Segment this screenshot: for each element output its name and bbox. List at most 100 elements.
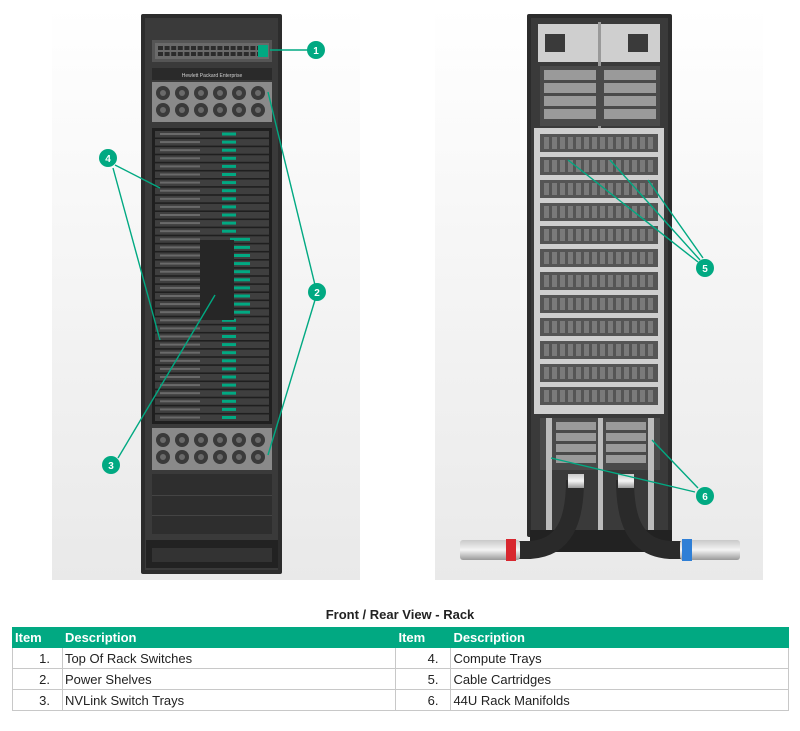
cartridge-slot (640, 252, 645, 264)
callout-3-label: 3 (108, 461, 114, 472)
cartridge-slot (624, 298, 629, 310)
tray-handle (160, 400, 200, 403)
cartridge-slot (624, 344, 629, 356)
cartridge-slot (584, 321, 589, 333)
tray (155, 414, 269, 421)
cartridge-slot (568, 137, 573, 149)
cartridge-slot (600, 229, 605, 241)
cartridge-slot (616, 206, 621, 218)
cartridge-slot (576, 183, 581, 195)
psu-fan-hub (198, 90, 204, 96)
cartridge-slot (552, 344, 557, 356)
tray-led (230, 262, 250, 266)
cartridge-slot (632, 183, 637, 195)
cartridge-slot (600, 137, 605, 149)
cartridge-slot (648, 137, 653, 149)
cartridge-slot (616, 229, 621, 241)
switch-port (230, 52, 236, 56)
tray-led (230, 270, 250, 274)
switch-port (164, 46, 170, 50)
tray-led (222, 229, 236, 233)
cartridge-slot (568, 344, 573, 356)
cartridge-slot (640, 206, 645, 218)
tray (155, 357, 269, 365)
tray-led (222, 399, 236, 403)
tray-led (222, 391, 236, 395)
tray (155, 131, 269, 138)
switch-port (217, 46, 223, 50)
tray (155, 406, 269, 413)
switch-port (197, 46, 203, 50)
tray-handle (160, 367, 200, 370)
cartridge-slot (600, 321, 605, 333)
callout-2-label: 2 (314, 288, 320, 299)
cartridge-slot (592, 321, 597, 333)
rear-unit (556, 455, 596, 463)
tray-handle (160, 392, 200, 395)
tray (155, 382, 269, 389)
cartridge-slot (600, 252, 605, 264)
switch-port (243, 46, 249, 50)
cartridge-slot (592, 229, 597, 241)
rear-unit (606, 422, 646, 430)
cartridge-slot (616, 390, 621, 402)
cartridge-slot (640, 275, 645, 287)
cartridge-slot (584, 344, 589, 356)
cartridge-slot (584, 229, 589, 241)
tray-led (222, 213, 236, 217)
tray-handle (160, 319, 200, 322)
psu-fan-hub (198, 107, 204, 113)
cartridge-slot (624, 367, 629, 379)
cartridge-slot (576, 137, 581, 149)
tray-handle (160, 165, 200, 168)
cartridge-slot (560, 160, 565, 172)
psu-fan-hub (255, 437, 261, 443)
callout-line-2b (267, 299, 316, 456)
rear-unit (544, 96, 596, 106)
item-number: 1. (12, 647, 63, 669)
power-shelf-bottom (152, 428, 272, 470)
rear-unit (544, 70, 596, 80)
rear-unit (606, 455, 646, 463)
cartridge-slot (632, 252, 637, 264)
cartridge-slot (552, 275, 557, 287)
rear-unit (556, 433, 596, 441)
rear-unit (556, 444, 596, 452)
cartridge-slot (608, 206, 613, 218)
tray-led (230, 278, 250, 282)
rear-unit (556, 422, 596, 430)
switch-port (184, 46, 190, 50)
tray-handle (160, 384, 200, 387)
switch-port (158, 52, 163, 56)
switch-port (177, 52, 183, 56)
cartridge-slot (608, 367, 613, 379)
cartridge-slot (632, 344, 637, 356)
cartridge-slot (552, 183, 557, 195)
cartridge-slot (648, 252, 653, 264)
tray-led (222, 416, 236, 419)
tray (155, 365, 269, 373)
tray-led (222, 375, 236, 379)
cartridge-slot (608, 321, 613, 333)
tray-handle (160, 173, 200, 176)
cartridge-slot (576, 160, 581, 172)
cartridge-slot (624, 160, 629, 172)
psu-fan-hub (179, 107, 185, 113)
cartridge-slot (560, 275, 565, 287)
cartridge-slot (592, 206, 597, 218)
cartridge-slot (568, 367, 573, 379)
tray-led (230, 310, 250, 314)
cartridge-slot (632, 275, 637, 287)
psu-fan-hub (236, 454, 242, 460)
tray-handle (160, 181, 200, 184)
cartridge-slot (616, 298, 621, 310)
cartridge-slot (552, 229, 557, 241)
psu-fan-hub (160, 454, 166, 460)
rack-figure: Hewlett Packard Enterprise (52, 7, 763, 580)
tray-handle (160, 133, 200, 135)
tray-handle (160, 254, 200, 257)
callout-line-6b (651, 439, 699, 489)
tray-led (222, 181, 236, 185)
item-number: 2. (12, 668, 63, 690)
tray-handle (160, 270, 200, 273)
